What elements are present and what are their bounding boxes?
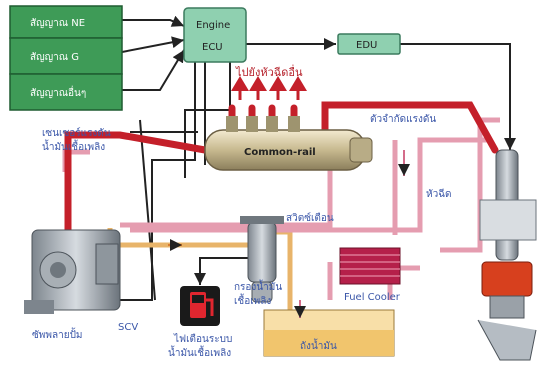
signal-g-label: สัญญาณ G xyxy=(30,52,79,63)
filter-warning-label: สวิตซ์เตือน xyxy=(286,212,334,224)
fuel-cooler xyxy=(339,247,401,285)
to-other-injectors-label: ไปยังหัวฉีดอื่น xyxy=(235,64,303,79)
supply-pump-label: ซัพพลายปั้ม xyxy=(32,327,83,341)
fuel-warning-icon xyxy=(180,286,220,326)
pressure-sensor-label-line1: เซนเซอร์แรงดัน xyxy=(42,127,111,139)
supply-pump xyxy=(24,229,121,314)
edu-box: EDU xyxy=(337,33,401,55)
common-rail: Common-rail xyxy=(204,116,373,171)
ecu-line1: Engine xyxy=(196,20,230,31)
fuel-filter xyxy=(240,216,284,303)
ecu-line2: ECU xyxy=(202,42,223,53)
signal-other-box: สัญญาณอื่นๆ xyxy=(9,73,123,111)
fuel-tank-label: ถังน้ำมัน xyxy=(300,338,337,352)
signal-g-box: สัญญาณ G xyxy=(9,37,123,75)
pressure-limiter-label: ตัวจำกัดแรงดัน xyxy=(370,114,436,125)
fuel-cooler-label: Fuel Cooler xyxy=(344,292,401,303)
fuel-filter-label-line1: กรองน้ำมัน xyxy=(234,279,282,293)
common-rail-label: Common-rail xyxy=(244,147,316,158)
signal-other-label: สัญญาณอื่นๆ xyxy=(30,85,86,99)
scv-label: SCV xyxy=(118,322,138,333)
injector-label: หัวฉีด xyxy=(426,188,452,200)
fuel-tank xyxy=(263,309,395,357)
fuel-warning-label-line1: ไฟเตือนระบบ xyxy=(173,333,232,345)
pressure-sensor-label-line2: น้ำมันเชื้อเพลิง xyxy=(42,139,105,153)
engine-ecu: Engine ECU xyxy=(183,7,247,63)
fuel-filter-label-line2: เชื้อเพลิง xyxy=(234,293,271,307)
edu-label: EDU xyxy=(356,40,377,51)
signal-ne-label: สัญญาณ NE xyxy=(30,18,85,29)
fuel-warning-label-line2: น้ำมันเชื้อเพลิง xyxy=(168,345,231,359)
signal-ne-box: สัญญาณ NE xyxy=(9,5,123,39)
injector-assembly xyxy=(477,149,537,361)
